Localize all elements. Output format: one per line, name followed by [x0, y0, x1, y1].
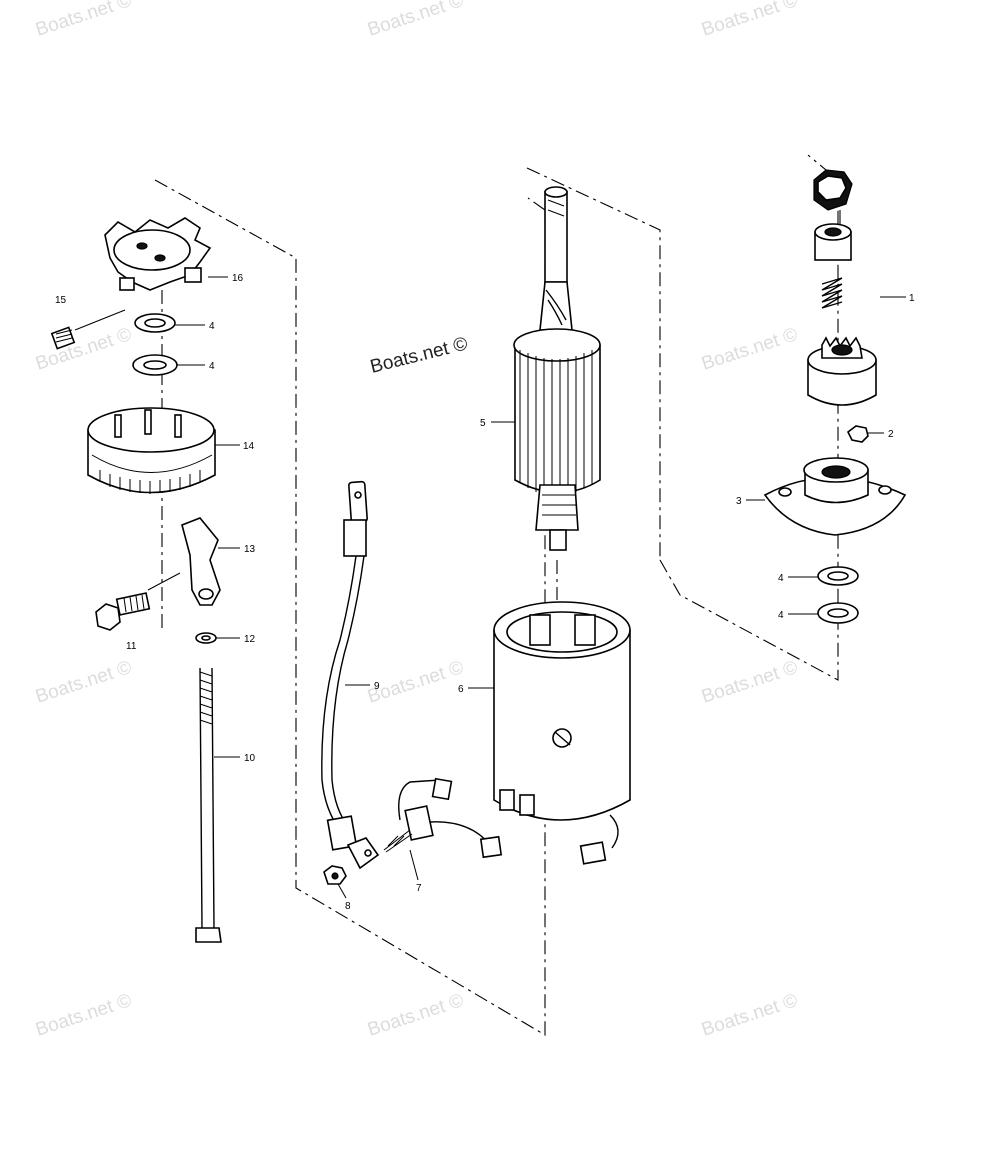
callout-15: 15: [55, 295, 67, 306]
callout-8: 8: [345, 901, 351, 912]
callout-12: 12: [244, 634, 256, 645]
watermark-text: Boats.net ©: [365, 990, 466, 1041]
watermark-text: Boats.net ©: [365, 657, 466, 708]
part-2-nut: [846, 425, 869, 443]
watermark-text: Boats.net ©: [699, 324, 800, 375]
part-10-through-bolt: [195, 667, 222, 943]
watermark-text: Boats.net ©: [699, 0, 800, 41]
callout-3: 3: [736, 496, 742, 507]
part-1-drive-assembly: [807, 169, 877, 406]
watermark-text: Boats.net ©: [33, 324, 134, 375]
callout-14: 14: [243, 441, 255, 452]
callout-4-lower-right: 4: [778, 610, 784, 621]
watermark-text: Boats.net ©: [699, 990, 800, 1041]
callout-4-upper-left: 4: [209, 321, 215, 332]
part-16-brush-plate: [104, 217, 212, 291]
part-4-washers-right: [817, 566, 859, 624]
part-13-strap: [181, 517, 221, 606]
callout-labels: 16 15 4 4 14 13 11 12 10 9 8 7 5 6 1 2 3…: [55, 273, 915, 912]
callout-4-lower-left: 4: [209, 361, 215, 372]
part-7-brush-assembly: [383, 777, 503, 859]
watermark-text: Boats.net ©: [33, 0, 134, 41]
part-5-armature: [513, 186, 601, 551]
watermark-text: Boats.net ©: [365, 0, 466, 41]
part-11-bolt: [95, 592, 151, 631]
callout-6: 6: [458, 684, 464, 695]
watermark-text: Boats.net ©: [33, 657, 134, 708]
part-12-washer: [195, 632, 217, 644]
callout-11: 11: [126, 641, 137, 652]
watermark-text: Boats.net ©: [699, 657, 800, 708]
leader-lines: [74, 276, 906, 899]
callout-7: 7: [416, 883, 422, 894]
callout-9: 9: [374, 681, 380, 692]
callout-10: 10: [244, 753, 256, 764]
part-6-frame: [493, 601, 631, 865]
callout-2: 2: [888, 429, 894, 440]
part-9-lead-wire: [321, 480, 380, 870]
part-4-washers-left: [132, 313, 178, 376]
part-15-spring: [50, 326, 76, 350]
callout-13: 13: [244, 544, 256, 555]
part-8-nut: [323, 865, 347, 885]
callout-4-upper-right: 4: [778, 573, 784, 584]
watermark-center-text: Boats.net ©: [368, 333, 470, 377]
assembly-dashed-lines: [154, 154, 841, 1036]
part-3-drive-end-cap: [763, 457, 907, 536]
part-14-end-cap: [87, 407, 216, 494]
callout-16: 16: [232, 273, 244, 284]
callout-5: 5: [480, 418, 486, 429]
watermark-text: Boats.net ©: [33, 990, 134, 1041]
callout-1: 1: [909, 293, 915, 304]
